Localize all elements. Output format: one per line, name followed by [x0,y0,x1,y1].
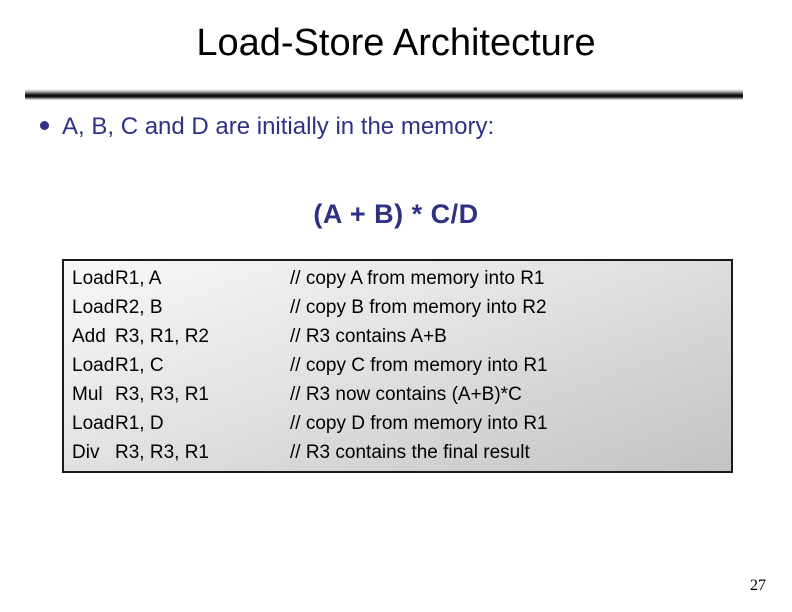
title-separator-rule [25,89,743,100]
code-opcode: Load [72,413,115,434]
code-comment: // copy C from memory into R1 [290,355,548,376]
code-operands: R3, R3, R1 [115,442,209,463]
bullet-dot-icon [40,121,49,130]
slide-title: Load-Store Architecture [196,22,596,64]
code-row: Load R2, B // copy B from memory into R2 [64,293,731,322]
code-comment: // copy D from memory into R1 [290,413,548,434]
code-comment: // copy B from memory into R2 [290,297,547,318]
code-opcode: Add [72,326,106,347]
code-comment: // R3 now contains (A+B)*C [290,384,522,405]
code-row: Div R3, R3, R1 // R3 contains the final … [64,438,731,467]
code-row: Mul R3, R3, R1 // R3 now contains (A+B)*… [64,380,731,409]
code-comment: // R3 contains the final result [290,442,530,463]
bullet-text: A, B, C and D are initially in the memor… [62,113,495,140]
page-number: 27 [750,577,766,594]
code-operands: R1, A [115,268,162,289]
code-operands: R3, R3, R1 [115,384,209,405]
code-operands: R3, R1, R2 [115,326,209,347]
code-comment: // R3 contains A+B [290,326,447,347]
expression-formula: (A + B) * C/D [313,199,479,229]
code-opcode: Load [72,268,115,289]
code-comment: // copy A from memory into R1 [290,268,545,289]
code-opcode: Load [72,355,115,376]
code-opcode: Div [72,442,100,463]
code-opcode: Mul [72,384,103,405]
assembly-code-box: Load R1, A // copy A from memory into R1… [62,259,733,473]
code-row: Load R1, D // copy D from memory into R1 [64,409,731,438]
code-row: Add R3, R1, R2 // R3 contains A+B [64,322,731,351]
code-operands: R1, D [115,413,164,434]
code-opcode: Load [72,297,115,318]
code-row: Load R1, C // copy C from memory into R1 [64,351,731,380]
code-row: Load R1, A // copy A from memory into R1 [64,264,731,293]
bullet-line: A, B, C and D are initially in the memor… [40,112,760,142]
code-operands: R2, B [115,297,163,318]
code-operands: R1, C [115,355,164,376]
